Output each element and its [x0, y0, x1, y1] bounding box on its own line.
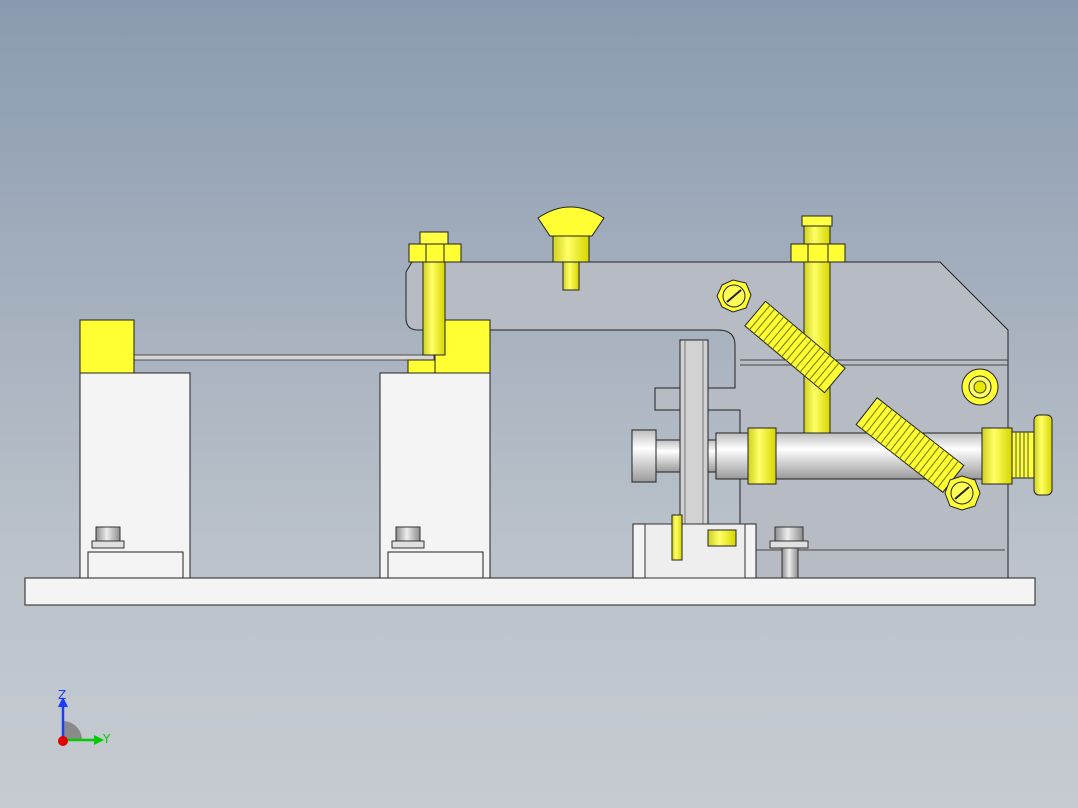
guide-rod [133, 354, 435, 361]
slotted-screw-upper[interactable] [716, 279, 752, 313]
clamp-arm[interactable] [405, 261, 1009, 579]
lower-bracket[interactable] [632, 514, 757, 579]
stud-left[interactable] [408, 231, 462, 356]
spring-lower[interactable] [855, 397, 965, 493]
bottom-right-bolt[interactable] [769, 526, 809, 579]
mushroom-knob[interactable] [537, 206, 605, 291]
base-plate[interactable] [24, 577, 1036, 606]
y-axis-arrow [94, 735, 104, 745]
axis-triad [58, 697, 104, 746]
x-axis-dot [58, 736, 68, 746]
support-block-middle[interactable] [379, 319, 491, 579]
slotted-screw-lower[interactable] [944, 475, 981, 511]
support-block-left[interactable] [79, 319, 191, 579]
spring-upper[interactable] [744, 300, 846, 394]
round-plug[interactable] [961, 368, 999, 406]
y-axis-label: Y [103, 732, 111, 746]
triad-arc [63, 721, 82, 740]
z-axis-arrow [58, 697, 68, 707]
z-axis-label: Z [58, 688, 67, 702]
